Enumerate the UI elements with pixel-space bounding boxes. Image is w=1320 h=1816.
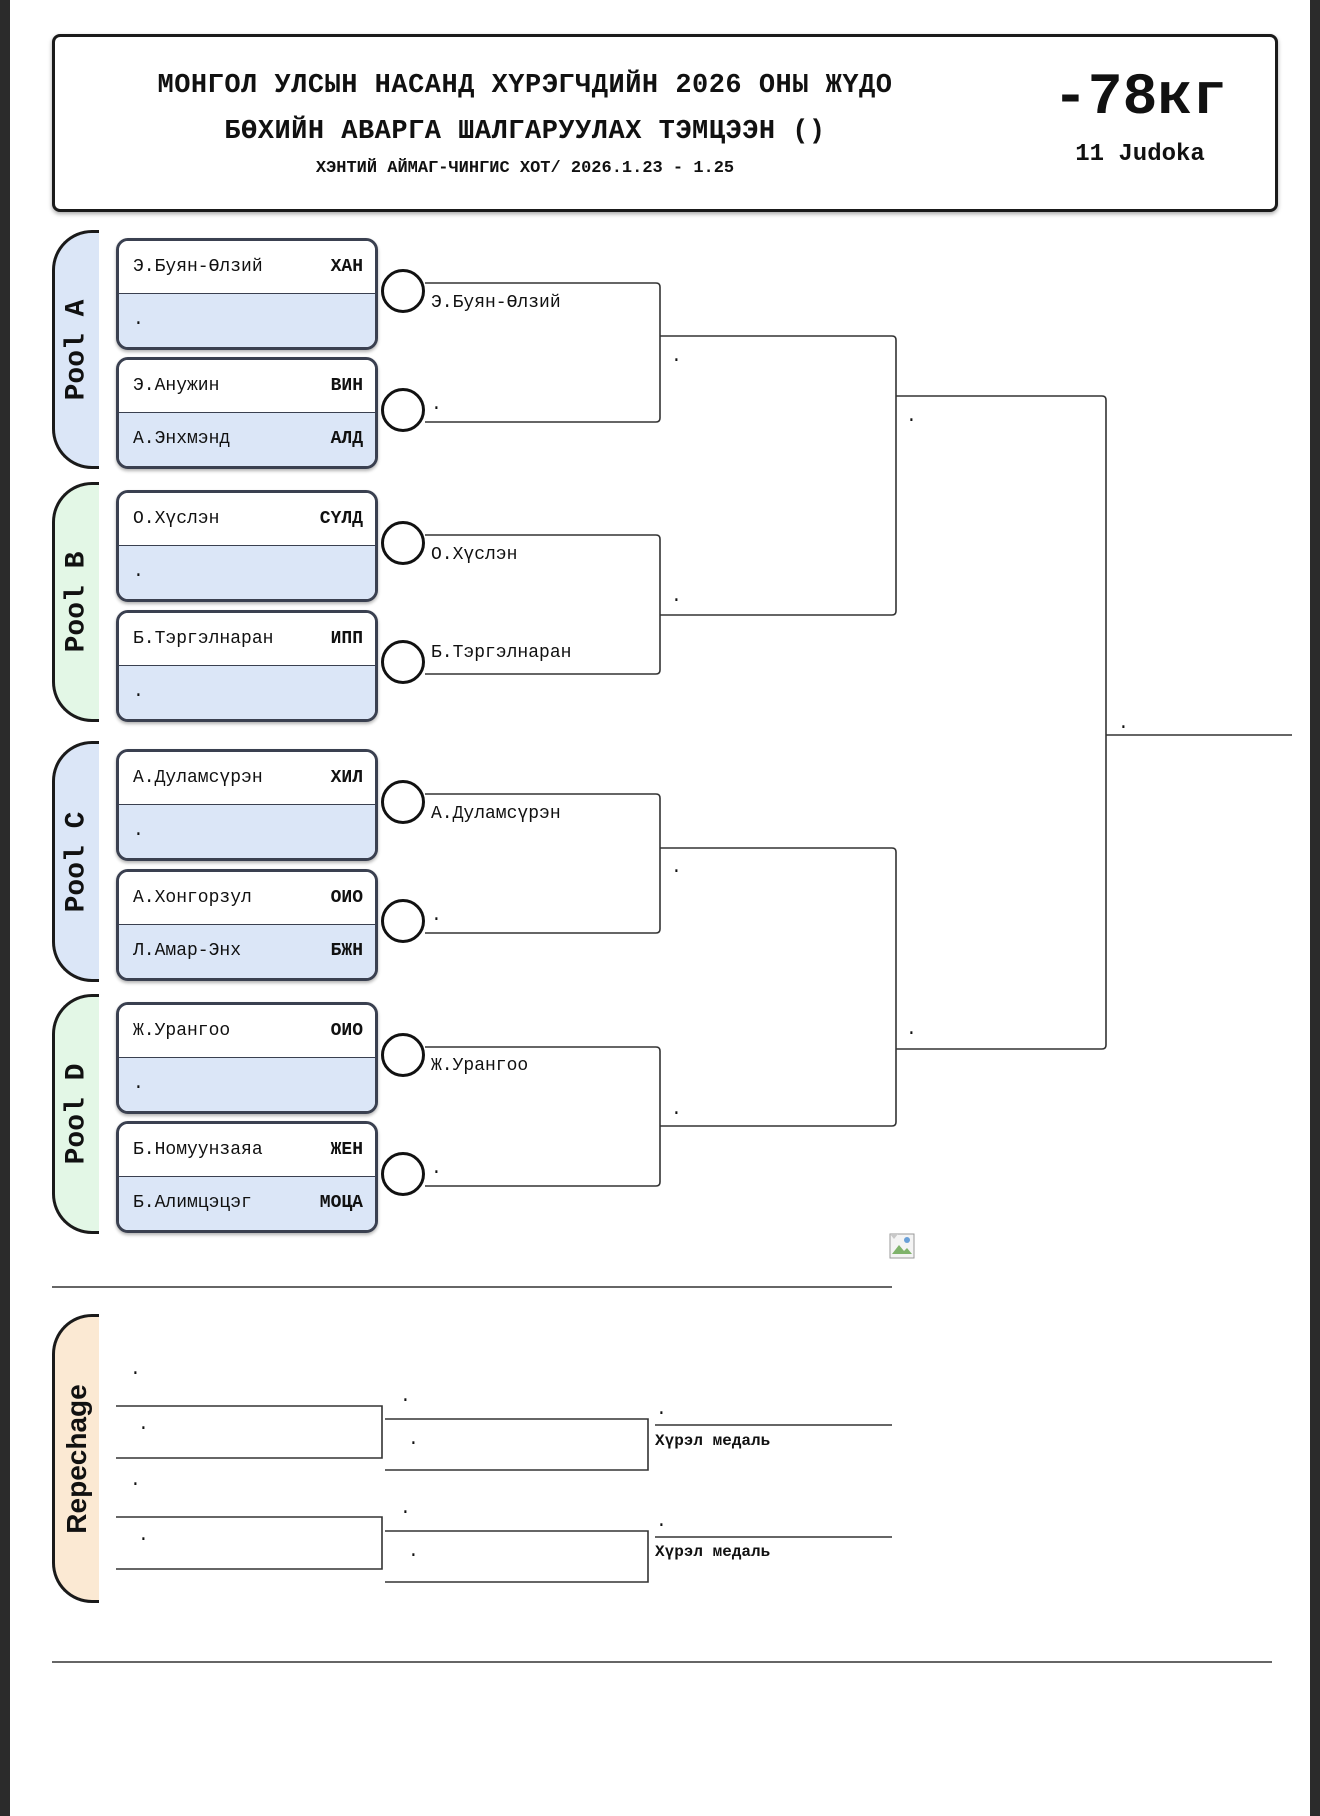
pool-b-tab: Pool B — [52, 482, 99, 722]
club-code: СҮЛД — [319, 509, 363, 529]
competitor-name: Ж.Урангоо — [133, 1021, 231, 1041]
entry-box-4: Б.Тэргэлнаран ИПП . — [116, 610, 378, 722]
match-circle[interactable] — [381, 1152, 425, 1196]
competitor-name: . — [133, 682, 144, 702]
repechage-slot: . — [400, 1499, 411, 1519]
competitor-name: Б.Алимцэцэг — [133, 1193, 252, 1213]
repechage-label: Repechage — [61, 1383, 92, 1534]
entry-box-7: Ж.Урангоо ОИО . — [116, 1002, 378, 1114]
competitor-name: Э.Анужин — [133, 376, 220, 396]
competitor-name: Э.Буян-Өлзий — [133, 257, 263, 277]
club-code: ВИН — [330, 376, 363, 396]
competitor-name: Л.Амар-Энх — [133, 941, 242, 961]
club-code: МОЦА — [319, 1193, 363, 1213]
club-code: БЖН — [330, 941, 363, 961]
club-code: ХАН — [330, 257, 363, 277]
club-code: ОИО — [330, 1021, 363, 1041]
bronze-medal-label: Хүрэл медаль — [655, 1432, 771, 1450]
round1-winner: Б.Тэргэлнаран — [431, 643, 572, 663]
club-code: ОИО — [330, 888, 363, 908]
competitor-name: . — [133, 821, 144, 841]
competitor-name: . — [133, 310, 144, 330]
match-circle[interactable] — [381, 899, 425, 943]
round2-winner: . — [671, 1100, 682, 1120]
title-line-2: БӨХИЙН АВАРГА ШАЛГАРУУЛАХ ТЭМЦЭЭН () — [224, 117, 826, 147]
repechage-slot: . — [130, 1360, 141, 1380]
round1-winner: . — [431, 906, 442, 926]
entry-box-5: А.Дуламсүрэн ХИЛ . — [116, 749, 378, 861]
club-code: ЖЕН — [330, 1140, 363, 1160]
match-circle[interactable] — [381, 1033, 425, 1077]
competitor-name: Б.Тэргэлнаран — [133, 629, 274, 649]
round1-winner: . — [431, 1159, 442, 1179]
bracket-lines — [52, 282, 1292, 1663]
round1-winner: А.Дуламсүрэн — [431, 804, 561, 824]
competitor-name: . — [133, 1074, 144, 1094]
title-line-1: МОНГОЛ УЛСЫН НАСАНД ХҮРЭГЧДИЙН 2026 ОНЫ … — [157, 71, 893, 101]
repechage-slot: . — [656, 1400, 667, 1420]
competitor-name: . — [133, 562, 144, 582]
competitor-name: О.Хүслэн — [133, 509, 220, 529]
bronze-medal-label: Хүрэл медаль — [655, 1543, 771, 1561]
semifinal-winner: . — [906, 1020, 917, 1040]
semifinal-winner: . — [906, 407, 917, 427]
judoka-count: 11 Judoka — [1075, 141, 1205, 168]
entry-box-8: Б.Номуунзаяа ЖЕН Б.Алимцэцэг МОЦА — [116, 1121, 378, 1233]
entry-box-2: Э.Анужин ВИН А.Энхмэнд АЛД — [116, 357, 378, 469]
weight-class: -78кг — [1052, 66, 1228, 131]
competitor-name: А.Хонгорзул — [133, 888, 252, 908]
match-circle[interactable] — [381, 780, 425, 824]
repechage-slot: . — [656, 1512, 667, 1532]
competitor-name: А.Энхмэнд — [133, 429, 231, 449]
competitor-name: А.Дуламсүрэн — [133, 768, 263, 788]
match-circle[interactable] — [381, 640, 425, 684]
header-panel: МОНГОЛ УЛСЫН НАСАНД ХҮРЭГЧДИЙН 2026 ОНЫ … — [52, 34, 1278, 212]
round1-winner: Э.Буян-Өлзий — [431, 293, 561, 313]
entry-box-6: А.Хонгорзул ОИО Л.Амар-Энх БЖН — [116, 869, 378, 981]
repechage-slot: . — [138, 1526, 149, 1546]
round2-winner: . — [671, 858, 682, 878]
broken-image-icon — [889, 1233, 915, 1259]
repechage-tab: Repechage — [52, 1314, 99, 1603]
round2-winner: . — [671, 587, 682, 607]
repechage-slot: . — [408, 1430, 419, 1450]
round2-winner: . — [671, 347, 682, 367]
club-code: ИПП — [330, 629, 363, 649]
competitor-name: Б.Номуунзаяа — [133, 1140, 263, 1160]
repechage-slot: . — [408, 1542, 419, 1562]
club-code: ХИЛ — [330, 768, 363, 788]
bracket-sheet: МОНГОЛ УЛСЫН НАСАНД ХҮРЭГЧДИЙН 2026 ОНЫ … — [10, 0, 1310, 1816]
round1-winner: . — [431, 395, 442, 415]
club-code: АЛД — [330, 429, 363, 449]
round1-winner: Ж.Урангоо — [431, 1056, 529, 1076]
match-circle[interactable] — [381, 388, 425, 432]
entry-box-1: Э.Буян-Өлзий ХАН . — [116, 238, 378, 350]
event-subtitle: ХЭНТИЙ АЙМАГ-ЧИНГИС ХОТ/ 2026.1.23 - 1.2… — [315, 159, 735, 178]
entry-box-3: О.Хүслэн СҮЛД . — [116, 490, 378, 602]
match-circle[interactable] — [381, 521, 425, 565]
repechage-slot: . — [138, 1415, 149, 1435]
round1-winner: О.Хүслэн — [431, 545, 518, 565]
final-winner: . — [1118, 714, 1129, 734]
match-circle[interactable] — [381, 269, 425, 313]
repechage-slot: . — [130, 1471, 141, 1491]
repechage-slot: . — [400, 1387, 411, 1407]
